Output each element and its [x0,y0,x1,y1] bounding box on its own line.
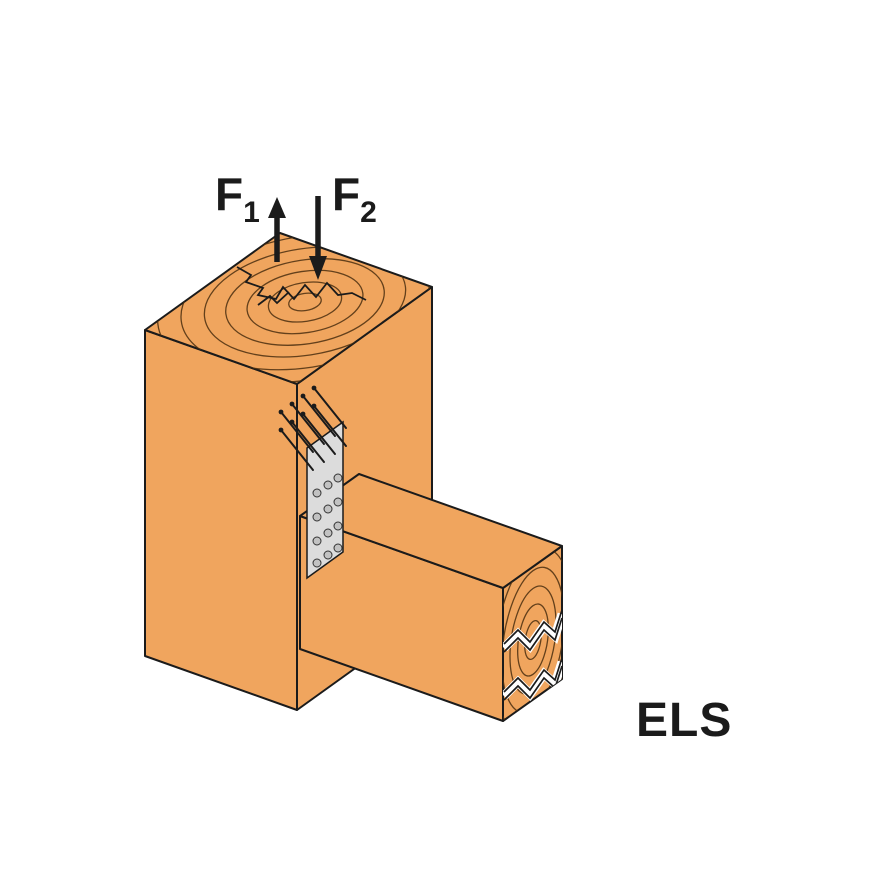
wood-split-crack-branch [257,291,290,306]
force-arrow-up [268,197,286,262]
force-arrow-down [309,196,327,280]
connector-plate [278,385,347,580]
angled-nails [278,385,347,471]
force-f2-label: F2 [332,168,377,229]
product-code-label: ELS [636,694,732,747]
post-front-face [144,329,298,711]
post-top-face [144,232,433,385]
force-f1-label: F1 [215,168,260,229]
beam-break-line-lower [503,617,562,653]
connector-screws [312,473,343,568]
beam-break-line2-upper [503,657,562,693]
beam-break-line-upper [503,609,562,645]
